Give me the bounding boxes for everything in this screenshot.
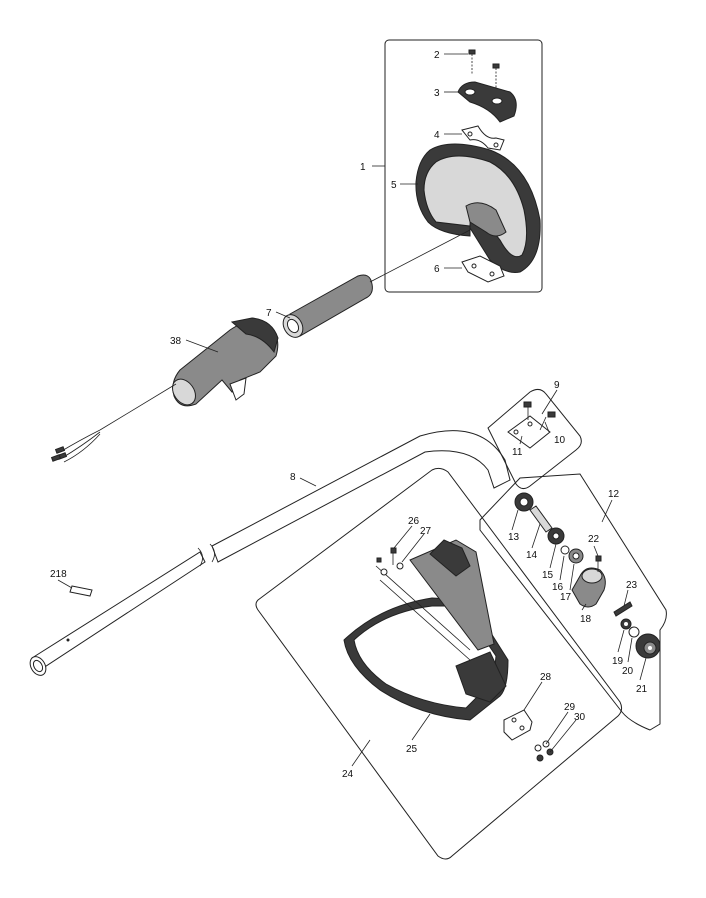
callout-27: 27 — [420, 526, 432, 537]
bolt-part-10 — [523, 401, 556, 431]
bolt-part-2 — [468, 49, 500, 88]
leader-lines — [57, 53, 647, 767]
callout-15: 15 — [542, 570, 554, 581]
callout-218: 218 — [50, 569, 67, 580]
ring-part-17 — [568, 548, 584, 564]
callout-18: 18 — [580, 614, 592, 625]
callout-19: 19 — [612, 656, 624, 667]
callout-24: 24 — [342, 769, 354, 780]
plate-part-4 — [461, 125, 505, 151]
callout-12: 12 — [608, 489, 620, 500]
washer-part-19 — [620, 618, 632, 630]
screw-part-23 — [613, 601, 633, 617]
bearing-part-15 — [547, 527, 565, 545]
callout-10: 10 — [554, 435, 566, 446]
callout-3: 3 — [434, 88, 440, 99]
callout-4: 4 — [434, 130, 440, 141]
small-screws — [376, 557, 388, 576]
shaft-part-14 — [529, 505, 553, 533]
plate-part-6 — [461, 255, 505, 283]
callout-23: 23 — [626, 580, 638, 591]
grip-part-7 — [282, 229, 471, 338]
washer-part-27 — [396, 562, 404, 570]
callout-38: 38 — [170, 336, 182, 347]
callout-9: 9 — [554, 380, 560, 391]
clamp-part-3 — [457, 81, 517, 123]
callout-16: 16 — [552, 582, 564, 593]
callout-7: 7 — [266, 308, 272, 319]
callout-26: 26 — [408, 516, 420, 527]
callout-6: 6 — [434, 264, 440, 275]
clamp-plate-part-11 — [507, 415, 551, 449]
callout-25: 25 — [406, 744, 418, 755]
throttle-handle-part-38 — [50, 317, 279, 463]
callout-17: 17 — [560, 592, 572, 603]
cutter-plate-part-28 — [503, 709, 533, 741]
label-part-218 — [69, 585, 93, 597]
bearing-part-13 — [514, 492, 534, 512]
callout-2: 2 — [434, 50, 440, 61]
guard-group-frame — [255, 467, 623, 860]
guard-part-25 — [343, 539, 509, 721]
shaft-part-8 — [29, 430, 511, 676]
gearhead-group-frame — [479, 473, 667, 731]
callout-30: 30 — [574, 712, 586, 723]
callout-8: 8 — [290, 472, 296, 483]
callout-11: 11 — [512, 447, 523, 458]
callout-21: 21 — [636, 684, 648, 695]
callout-28: 28 — [540, 672, 552, 683]
callout-20: 20 — [622, 666, 634, 677]
washer-part-20 — [628, 626, 640, 638]
callout-14: 14 — [526, 550, 538, 561]
clamp-group-frame — [487, 388, 582, 490]
callout-29: 29 — [564, 702, 576, 713]
loop-handle-part-5 — [415, 143, 541, 273]
screw-part-22 — [595, 555, 602, 572]
callouts: 2 3 4 1 5 6 7 38 8 9 10 11 12 13 14 15 1… — [50, 50, 648, 780]
callout-5: 5 — [391, 180, 397, 191]
callout-13: 13 — [508, 532, 520, 543]
gear-case-part-18 — [571, 567, 606, 608]
callout-22: 22 — [588, 534, 600, 545]
screw-part-26 — [390, 547, 397, 565]
washer-part-16 — [560, 545, 570, 555]
callout-1: 1 — [360, 162, 366, 173]
cap-part-21 — [635, 633, 661, 659]
